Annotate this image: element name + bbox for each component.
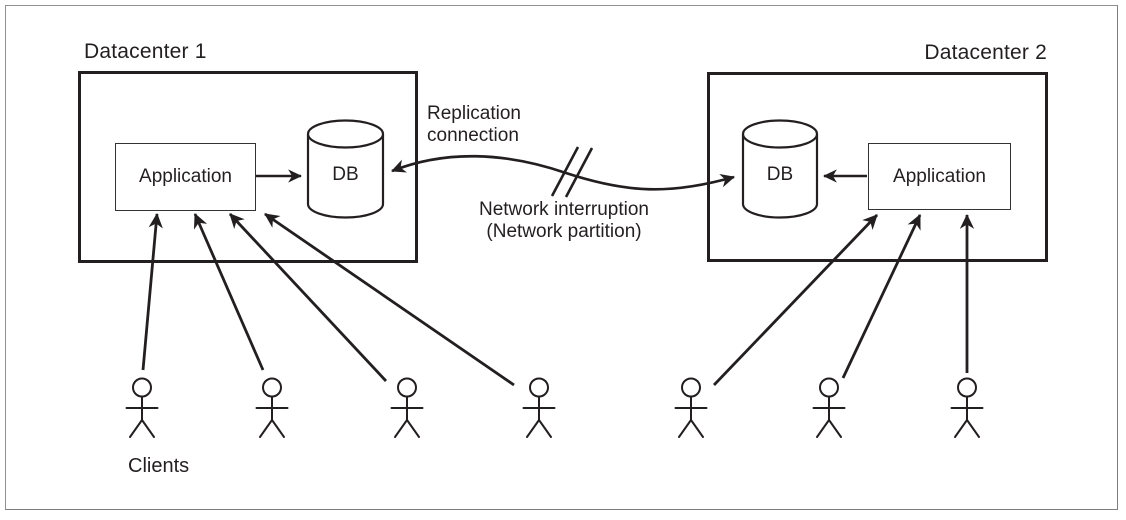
datacenter2-title: Datacenter 2	[924, 41, 1047, 64]
client-arrow-5	[712, 214, 879, 386]
client-arrow-2	[193, 213, 265, 371]
application-label-dc1: Application	[139, 166, 232, 187]
db-label-dc1: DB	[332, 164, 359, 185]
db-cylinder-dc1	[306, 119, 385, 219]
interruption-label-line1: Network interruption	[478, 199, 650, 220]
network-interruption-label: Network interruption (Network partition)	[428, 199, 700, 243]
client-figure-7	[950, 377, 984, 438]
client-arrow-6	[841, 214, 922, 379]
outer-frame	[5, 5, 1118, 510]
client-figure-4	[522, 377, 556, 438]
db-cylinder-dc2	[741, 119, 819, 219]
network-interruption-break-icon	[550, 146, 594, 198]
client-figure-3	[390, 377, 424, 438]
datacenter1-title: Datacenter 1	[84, 40, 207, 63]
replication-connection-label: Replication connection	[427, 103, 521, 147]
application-box-dc2: Application	[868, 143, 1011, 210]
replication-label-line2: connection	[427, 125, 519, 146]
client-arrow-3	[228, 213, 388, 382]
client-figure-1	[125, 377, 159, 438]
clients-label: Clients	[128, 455, 190, 477]
client-arrow-4	[264, 212, 515, 387]
interruption-label-line2: (Network partition)	[486, 221, 642, 242]
client-figure-6	[812, 377, 846, 438]
application-label-dc2: Application	[893, 165, 986, 187]
client-figure-2	[255, 377, 289, 438]
replication-connection-arrow	[391, 154, 735, 191]
db-label-dc2: DB	[766, 164, 794, 185]
replication-label-line1: Replication	[427, 103, 521, 124]
client-figure-5	[674, 377, 708, 438]
application-box-dc1: Application	[115, 143, 256, 211]
client-arrow-1	[141, 212, 163, 371]
